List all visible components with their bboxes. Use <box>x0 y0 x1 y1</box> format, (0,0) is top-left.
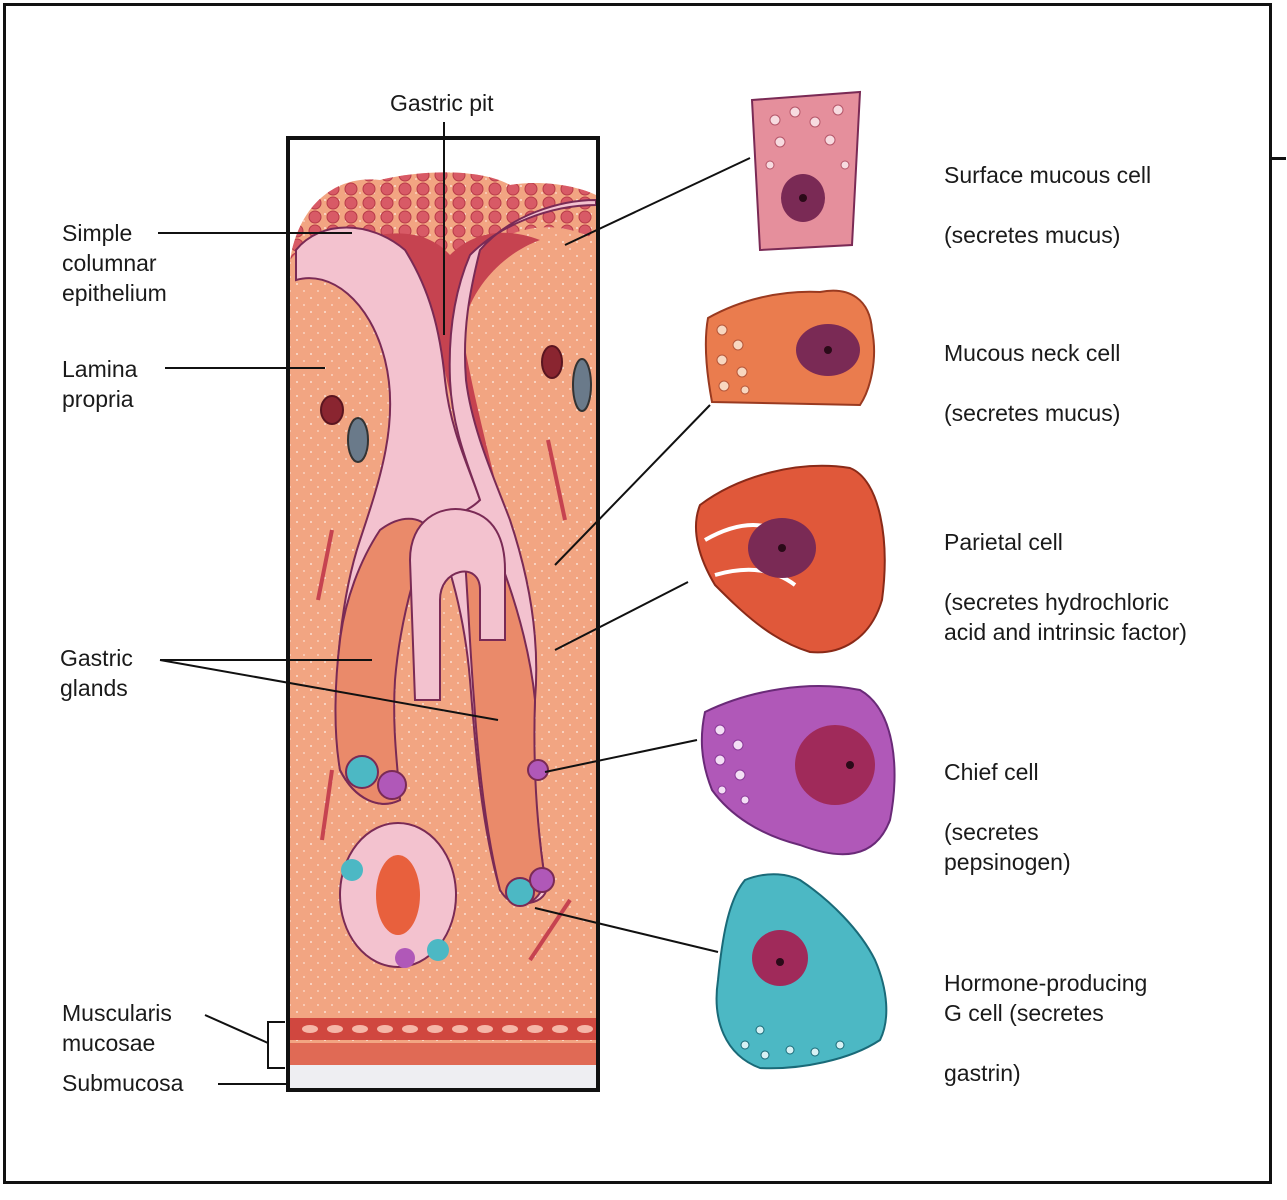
simple-columnar-epithelium-label: Simple columnar epithelium <box>62 220 167 306</box>
cell-function: (secretes mucus) <box>944 222 1121 248</box>
cell-name: Mucous neck cell <box>944 340 1121 366</box>
chief-cell-right <box>529 867 555 893</box>
frame-edge-mark <box>1272 157 1286 160</box>
gastric-pit-label: Gastric pit <box>390 90 494 116</box>
surface-mucous-cell-illustration <box>750 90 862 252</box>
chief-cell-mid <box>527 759 549 781</box>
leader-lines <box>158 122 751 1085</box>
parietal-cell-label: Parietal cell (secretes hydrochloric aci… <box>944 497 1187 647</box>
cell-name: Chief cell <box>944 759 1039 785</box>
submucosa-label: Submucosa <box>62 1070 184 1096</box>
gland-cross-section-lumen <box>376 855 420 935</box>
cell-function: (secretes hydrochloric acid and intrinsi… <box>944 589 1187 645</box>
g-cell-right <box>505 877 535 907</box>
g-cell-label: Hormone-producing G cell (secretes gastr… <box>944 938 1147 1088</box>
mucous-neck-cell-illustration <box>704 289 876 407</box>
lamina-propria-label: Lamina propria <box>62 356 138 412</box>
cell-function: (secretes mucus) <box>944 400 1121 426</box>
surface-mucous-cell-label: Surface mucous cell (secretes mucus) <box>944 130 1151 250</box>
gastric-glands-label: Gastric glands <box>60 645 133 701</box>
cell-function: gastrin) <box>944 1060 1021 1086</box>
figure-frame <box>3 3 1272 1184</box>
cell-name: Parietal cell <box>944 529 1063 555</box>
cell-illustrations <box>694 90 896 1070</box>
gastric-gland-center <box>408 508 506 701</box>
chief-cell-left <box>377 770 407 800</box>
cell-name: Surface mucous cell <box>944 162 1152 188</box>
g-cell-left <box>345 755 379 789</box>
cell-name: Hormone-producing G cell (secretes <box>944 970 1148 1026</box>
tissue-section <box>286 136 600 1092</box>
submucosa-band <box>290 1065 596 1088</box>
gastric-gland-left <box>334 517 432 805</box>
muscularis-mucosae-label: Muscularis mucosae <box>62 1000 172 1056</box>
chief-cell-label: Chief cell (secretes pepsinogen) <box>944 727 1071 877</box>
mucous-neck-cell-label: Mucous neck cell (secretes mucus) <box>944 308 1120 428</box>
cell-function: (secretes pepsinogen) <box>944 819 1071 875</box>
